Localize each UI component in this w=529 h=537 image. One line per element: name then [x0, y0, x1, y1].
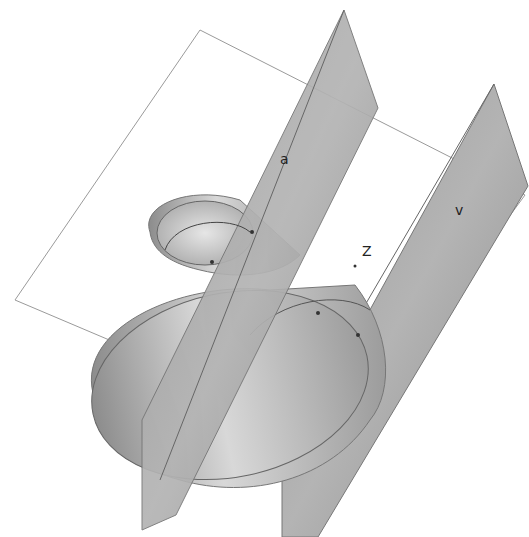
plane-label: v — [455, 203, 463, 217]
plane-label: Z — [362, 244, 372, 258]
plane-label: a — [280, 152, 289, 166]
